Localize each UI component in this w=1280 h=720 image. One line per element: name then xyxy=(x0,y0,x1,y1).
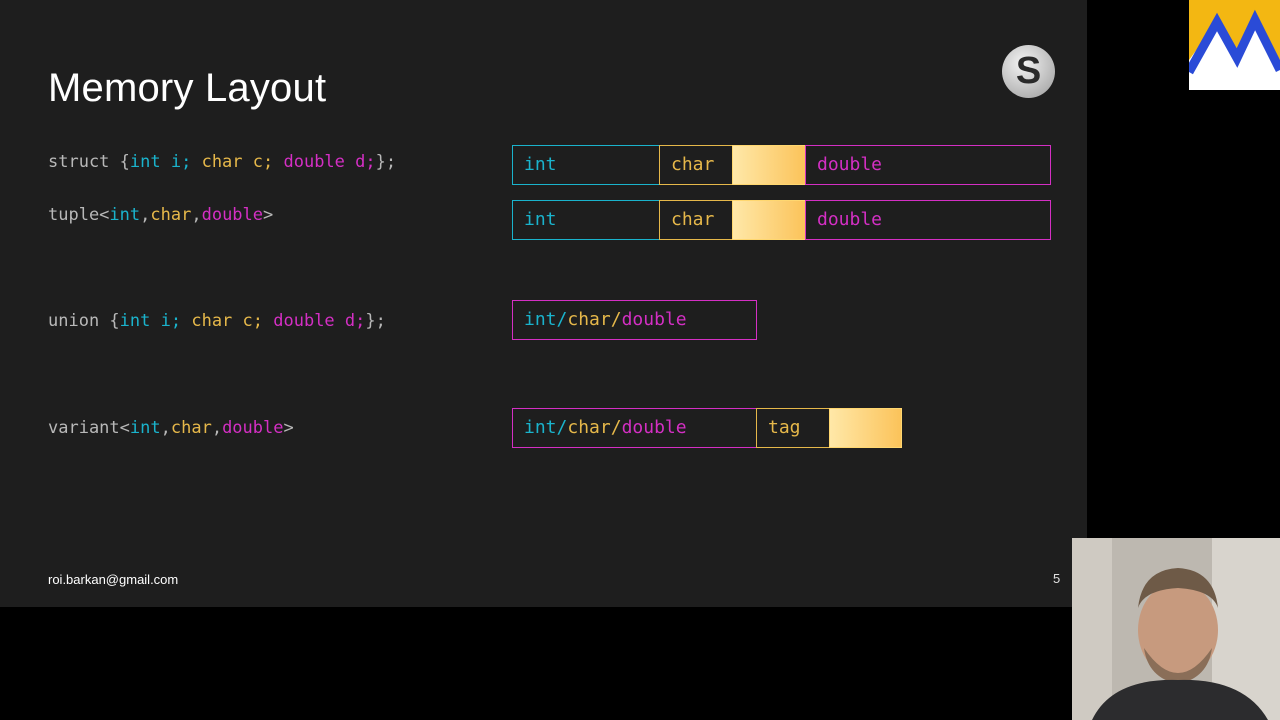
tuple-char-box: char xyxy=(659,200,733,240)
variant-tag-box: tag xyxy=(756,408,830,448)
author-email: roi.barkan@gmail.com xyxy=(48,572,179,587)
variant-padding-box xyxy=(829,408,902,448)
struct-double-box: double xyxy=(805,145,1051,185)
skype-icon: S xyxy=(1002,45,1055,98)
union-storage-box: int/char/double xyxy=(512,300,757,340)
slide-title: Memory Layout xyxy=(48,66,327,110)
tuple-code: tuple<int,char,double> xyxy=(48,205,274,225)
struct-int-box: int xyxy=(512,145,660,185)
union-code: union {int i; char c; double d;}; xyxy=(48,311,386,331)
presenter-webcam xyxy=(1072,538,1280,720)
conference-logo-icon xyxy=(1189,0,1280,90)
struct-char-box: char xyxy=(659,145,733,185)
struct-padding-box xyxy=(732,145,806,185)
page-number: 5 xyxy=(1053,571,1061,586)
slide: Memory Layout S struct {int i; char c; d… xyxy=(0,0,1087,607)
tuple-int-box: int xyxy=(512,200,660,240)
variant-storage-box: int/char/double xyxy=(512,408,757,448)
tuple-padding-box xyxy=(732,200,806,240)
variant-code: variant<int,char,double> xyxy=(48,418,294,438)
tuple-double-box: double xyxy=(805,200,1051,240)
struct-code: struct {int i; char c; double d;}; xyxy=(48,152,397,172)
